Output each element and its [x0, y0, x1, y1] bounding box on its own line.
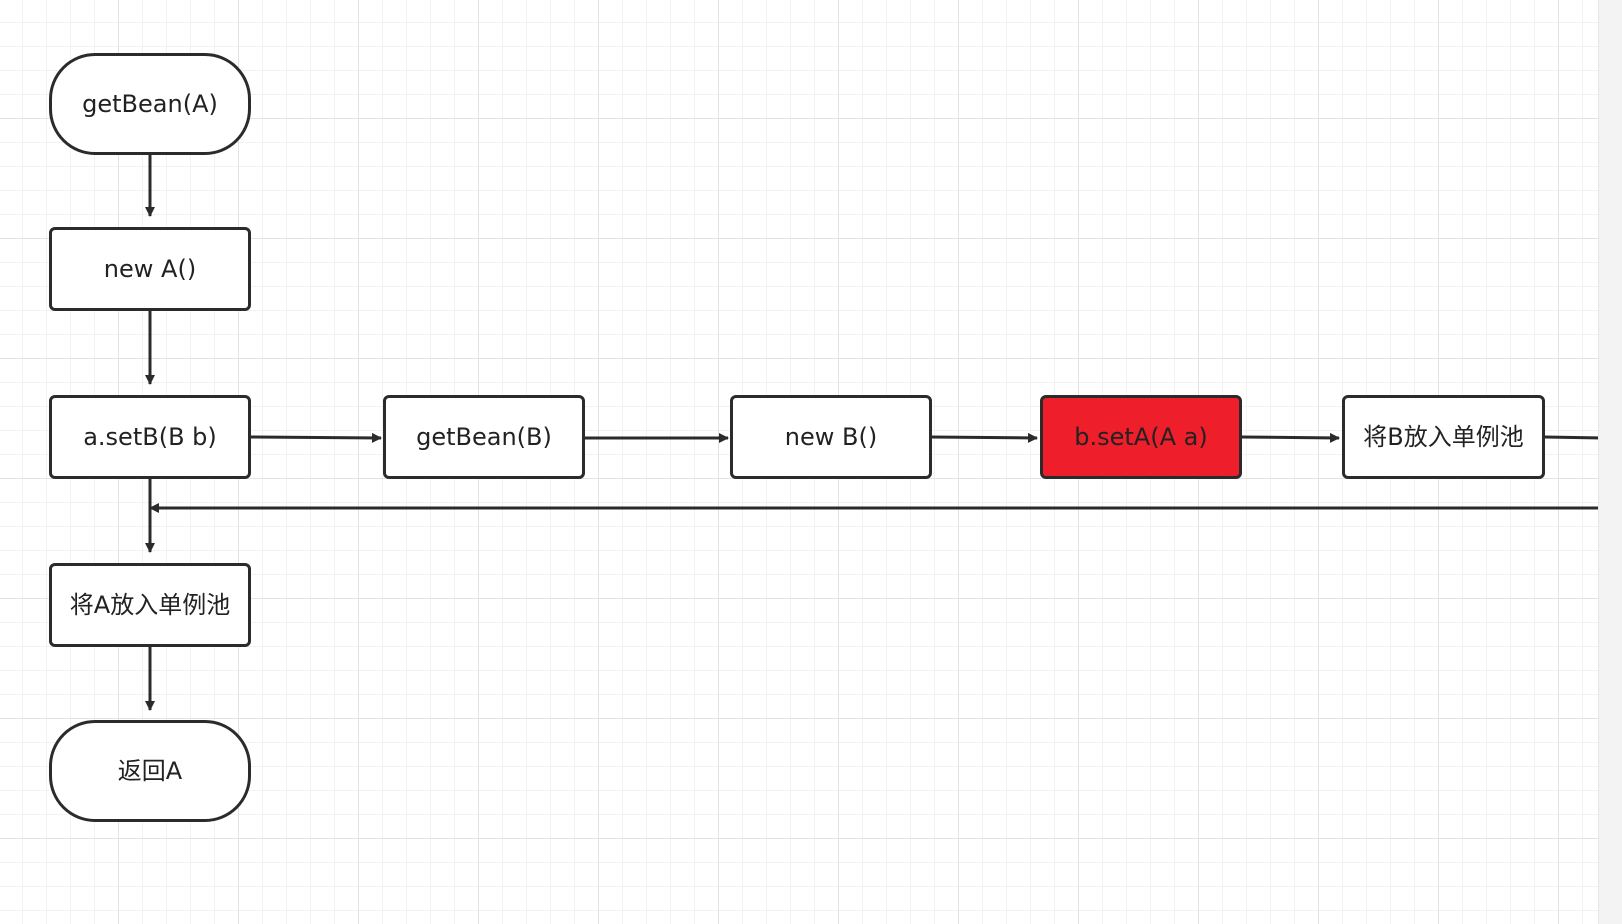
node-new-b[interactable]: new B() [730, 395, 932, 479]
node-getbean-a-label: getBean(A) [82, 90, 218, 118]
node-set-b-label: a.setB(B b) [83, 423, 217, 451]
edge-new-b-to-set-a [930, 432, 1038, 443]
node-getbean-b-label: getBean(B) [416, 423, 552, 451]
edge-set-a-to-put-b [1241, 432, 1340, 443]
node-put-b-singleton[interactable]: 将B放入单例池 [1342, 395, 1545, 479]
node-put-a-singleton-label: 将A放入单例池 [69, 591, 231, 619]
node-put-a-singleton[interactable]: 将A放入单例池 [49, 563, 251, 647]
node-set-a-label: b.setA(A a) [1074, 423, 1208, 451]
edge-set-b-to-getbean-b [250, 432, 382, 443]
node-return-a-label: 返回A [117, 757, 183, 785]
node-set-a[interactable]: b.setA(A a) [1040, 395, 1242, 479]
node-getbean-a[interactable]: getBean(A) [49, 53, 251, 155]
node-new-a-label: new A() [103, 255, 197, 283]
node-new-b-label: new B() [784, 423, 878, 451]
node-return-a[interactable]: 返回A [49, 720, 251, 822]
right-side-panel [1598, 0, 1622, 924]
node-set-b[interactable]: a.setB(B b) [49, 395, 251, 479]
node-new-a[interactable]: new A() [49, 227, 251, 311]
node-getbean-b[interactable]: getBean(B) [383, 395, 585, 479]
node-put-b-singleton-label: 将B放入单例池 [1363, 423, 1524, 451]
